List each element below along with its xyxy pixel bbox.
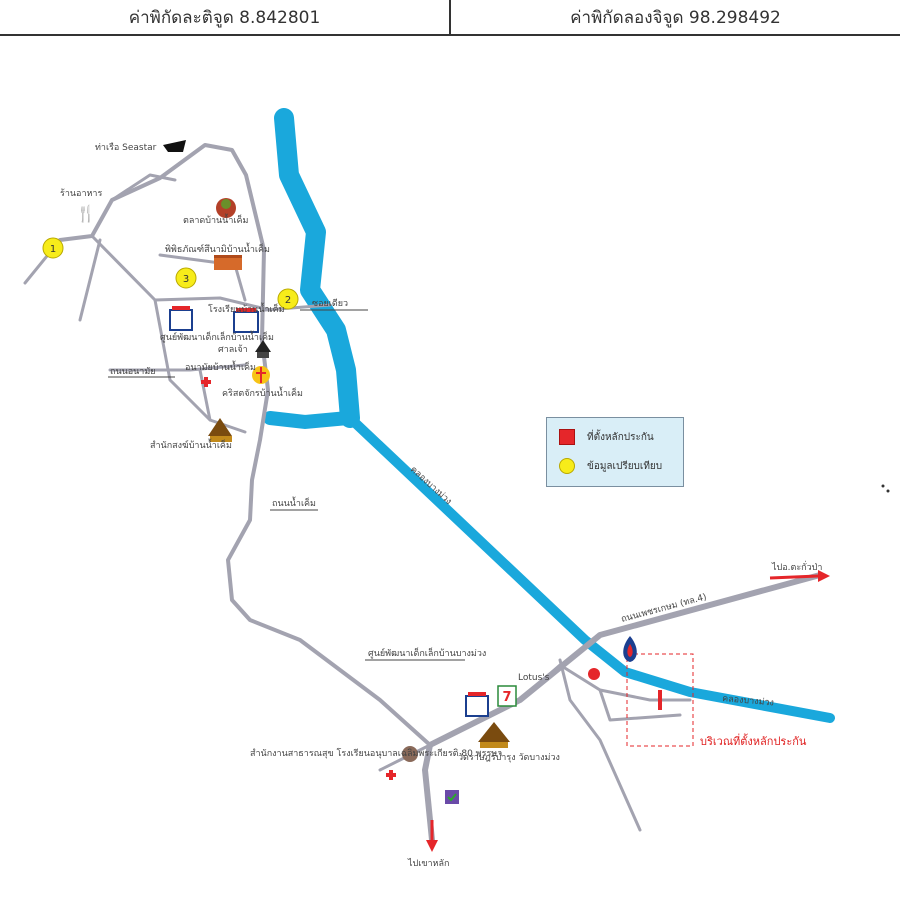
museum-label: พิพิธภัณฑ์สึนามิบ้านน้ำเค็ม <box>165 242 270 255</box>
coordinate-header: ค่าพิกัดละติจูด 8.842801 ค่าพิกัดลองจิจู… <box>0 0 900 36</box>
market-icon <box>216 198 236 218</box>
pier-label: ท่าเรือ Seastar <box>95 142 157 153</box>
comparison-marker-3[interactable]: 3 <box>175 267 197 289</box>
svg-text:7: 7 <box>502 690 511 705</box>
canal <box>263 108 835 723</box>
road-anamai-label: ถนนอนามัย <box>110 367 156 377</box>
legend-comparison-data: ข้อมูลเปรียบเทียบ <box>559 458 662 474</box>
longitude-label: ค่าพิกัดลองจิจูด 98.298492 <box>449 0 900 34</box>
child-center-2-label: ศูนย์พัฒนาเด็กเล็กบ้านบางม่วง <box>368 646 486 659</box>
school-label: โรงเรียนบ้านน้ำเค็ม <box>208 302 285 315</box>
lotus-label: Lotus's <box>518 673 550 683</box>
health-center-label: อนามัยบ้านน้ำเค็ม <box>185 360 256 373</box>
location-map: 1 2 3 🍴 <box>23 108 890 869</box>
temple-2-label: วัดราษฎร์บำรุง วัดบางม่วง <box>458 751 560 763</box>
arrow-to-takua-pa <box>769 570 830 582</box>
svg-text:🍴: 🍴 <box>76 204 96 223</box>
canal-right-label: คลองบางม่วง <box>722 694 775 708</box>
hospital-2-label: สำนักงานสาธารณสุข โรงเรียนอนุบาลเฉลิมพระ… <box>250 748 502 759</box>
shop-icon <box>445 790 459 804</box>
restaurant-icon: 🍴 <box>76 204 96 223</box>
road-network <box>23 143 823 843</box>
restaurant-label: ร้านอาหาร <box>60 188 102 199</box>
market-label: ตลาดบ้านน้ำเค็ม <box>183 213 248 226</box>
road-nam-khem-label: ถนนน้ำเค็ม <box>272 496 316 509</box>
temple-icon-1 <box>208 418 232 442</box>
seven-eleven-icon: 7 <box>497 685 517 707</box>
church-label: คริสตจักรบ้านน้ำเค็ม <box>222 386 303 399</box>
school-icon-3 <box>465 692 489 717</box>
map-legend: ที่ตั้งหลักประกัน ข้อมูลเปรียบเทียบ <box>546 417 684 487</box>
legend-guarantee-point: ที่ตั้งหลักประกัน <box>559 429 654 445</box>
bank-icon <box>588 668 600 680</box>
office-seal-icon <box>402 746 418 762</box>
road-small-label: ซอยเดียว <box>312 298 348 309</box>
svg-text:1: 1 <box>50 244 56 255</box>
school-icon-2 <box>233 308 259 333</box>
guarantee-area-box <box>626 653 694 747</box>
to-khao-lak-label: ไปเขาหลัก <box>407 858 449 869</box>
yellow-circle-icon <box>559 458 575 474</box>
child-center-label: ศูนย์พัฒนาเด็กเล็กบ้านน้ำเค็ม <box>160 330 274 343</box>
svg-text:3: 3 <box>183 274 189 285</box>
hospital-icon-1 <box>201 377 211 387</box>
museum-icon <box>214 255 242 270</box>
school-icon-1 <box>169 306 193 331</box>
guarantee-area-label: บริเวณที่ตั้งหลักประกัน <box>700 733 807 748</box>
temple-icon-2 <box>478 722 510 748</box>
shrine-icon <box>255 340 271 358</box>
latitude-label: ค่าพิกัดละติจูด 8.842801 <box>128 7 321 28</box>
red-square-icon <box>559 429 575 445</box>
temple-office-label: สำนักสงฆ์บ้านน้ำเค็ม <box>150 438 232 451</box>
hospital-icon-2 <box>386 770 396 780</box>
shrine-label: ศาลเจ้า <box>218 344 248 355</box>
arrow-to-khao-lak <box>426 820 438 852</box>
comparison-marker-2[interactable]: 2 <box>277 288 299 310</box>
svg-text:2: 2 <box>285 295 291 306</box>
ship-icon <box>163 140 186 152</box>
church-icon <box>252 366 270 384</box>
ptt-station-icon <box>623 636 637 662</box>
to-takua-pa-label: ไปอ.ตะกั่วป่า <box>771 560 822 573</box>
comparison-marker-1[interactable]: 1 <box>42 237 64 259</box>
